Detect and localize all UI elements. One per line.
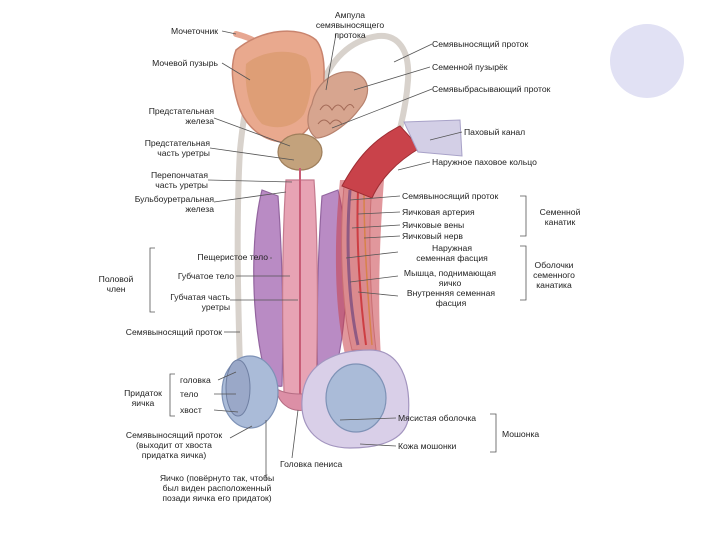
label-vas-cord: Семявыносящий проток [402, 191, 499, 201]
label-bladder: Мочевой пузырь [152, 58, 218, 68]
epididymis-left [225, 359, 251, 417]
prostate [277, 133, 323, 171]
label-testicular-veins: Яичковые вены [402, 220, 465, 230]
label-ureter: Мочеточник [170, 26, 218, 36]
label-ampulla: Ампула семявыносящего протока [315, 10, 385, 40]
cremaster-muscle [335, 180, 384, 372]
label-bulbourethral: Бульбоуретральная железа [134, 194, 214, 214]
label-vas-top: Семявыносящий проток [432, 39, 529, 49]
label-glans: Головка пениса [280, 459, 343, 469]
label-seminal-vesicle: Семенной пузырёк [432, 62, 508, 72]
label-ejaculatory-duct: Семявыбрасывающий проток [432, 84, 551, 94]
label-corpus-cavernosum: Пещеристое тело [197, 252, 268, 262]
label-vas-from-tail: Семявыносящий проток (выходит от хвоста … [125, 430, 223, 460]
label-epididymis-body: тело [180, 389, 199, 399]
label-scrotum: Мошонка [502, 429, 540, 439]
label-membranous-urethra: Перепончатая часть уретры [150, 170, 208, 190]
label-inguinal-canal: Паховый канал [464, 127, 526, 137]
label-tunica: Мясистая оболочка [398, 413, 477, 423]
label-penis: Половой член [98, 274, 134, 294]
label-prostatic-urethra: Предстательная часть уретры [144, 138, 210, 158]
label-corpus-spongiosum: Губчатое тело [177, 271, 234, 281]
label-vas-lower: Семявыносящий проток [125, 327, 222, 337]
label-spongy-urethra: Губчатая часть уретры [170, 292, 230, 312]
label-epididymis-head: головка [180, 375, 211, 385]
label-prostate: Предстательная железа [148, 106, 214, 126]
label-testicular-nerve: Яичковый нерв [402, 231, 463, 241]
label-spermatic-cord: Семенной канатик [539, 207, 581, 227]
label-superficial-ring: Наружное паховое кольцо [432, 157, 537, 167]
seminal-vesicle-folds [317, 104, 355, 125]
inguinal-canal-sheath [403, 119, 463, 157]
leader-lines [207, 30, 463, 480]
label-external-fascia: Наружная семенная фасция [416, 243, 488, 263]
inguinal-canal [341, 125, 421, 199]
label-epididymis-tail: хвост [180, 405, 202, 415]
brackets [149, 195, 527, 453]
testis-right [325, 363, 387, 433]
label-scrotal-skin: Кожа мошонки [398, 441, 457, 451]
decorative-circle [610, 24, 684, 98]
label-testicular-artery: Яичковая артерия [402, 207, 475, 217]
bladder-lumen [245, 51, 312, 128]
label-testis-note: Яичко (повёрнуто так, чтобы был виден ра… [159, 473, 275, 503]
label-cremaster: Мышца, поднимающая яичко [403, 268, 497, 288]
label-cord-coverings: Оболочки семенного канатика [533, 260, 575, 290]
label-internal-fascia: Внутренняя семенная фасция [406, 288, 496, 308]
label-epididymis: Придаток яичка [124, 388, 162, 408]
